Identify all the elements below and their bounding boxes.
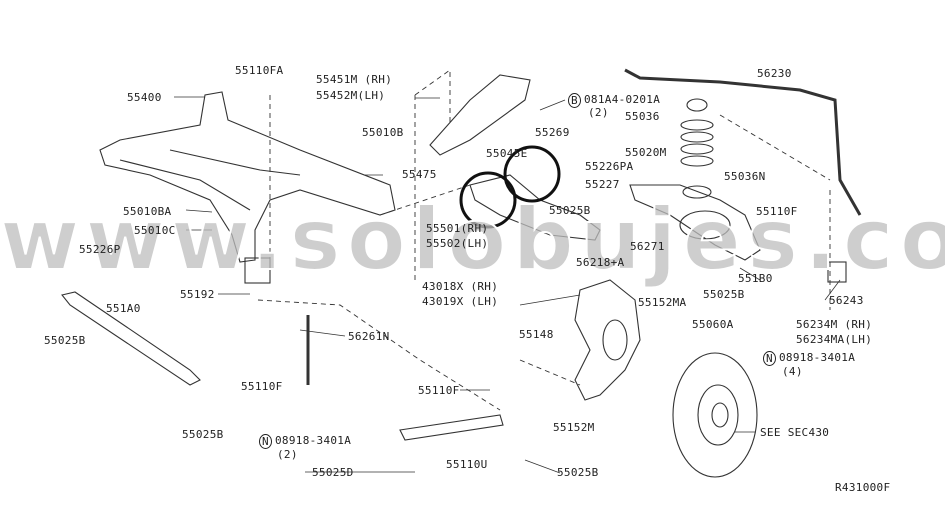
label-56243: 56243	[829, 294, 864, 307]
label-081a4-qty: (2)	[588, 106, 609, 119]
label-551a0: 551A0	[106, 302, 141, 315]
highlight-circle-55501-bushing	[459, 171, 517, 229]
label-55025b: 55025B	[549, 204, 591, 217]
label-55010b: 55010B	[362, 126, 404, 139]
diagram-code: R431000F	[835, 481, 891, 494]
label-081a4: 081A4-0201A	[584, 93, 661, 106]
label-55025b: 55025B	[44, 334, 86, 347]
stabilizer-bar	[624, 68, 862, 216]
label-56230: 56230	[757, 67, 792, 80]
link-55110u	[399, 414, 504, 441]
label-43018x: 43018X (RH)	[422, 280, 499, 293]
label-55110u: 55110U	[446, 458, 488, 471]
label-55451m: 55451M (RH)	[316, 73, 393, 86]
label-56271: 56271	[630, 240, 665, 253]
label-55152ma: 55152MA	[638, 296, 687, 309]
coil-spring	[680, 98, 714, 199]
label-55226p: 55226P	[79, 243, 121, 256]
label-43019x: 43019X (LH)	[422, 295, 499, 308]
label-55152m: 55152M	[553, 421, 595, 434]
bracket-55451m	[429, 74, 531, 156]
label-see-sec430: SEE SEC430	[760, 426, 830, 439]
label-08918-qty: (4)	[782, 365, 803, 378]
label-56261n: 56261N	[348, 330, 390, 343]
marker-n: N	[259, 434, 272, 449]
bushing-56243	[827, 261, 847, 283]
label-551b0: 551B0	[738, 272, 773, 285]
label-55227: 55227	[585, 178, 620, 191]
watermark: www.solobujes.com	[0, 189, 945, 291]
label-55025b: 55025B	[703, 288, 745, 301]
label-08918-qty: (2)	[277, 448, 298, 461]
brake-disc	[672, 352, 758, 478]
marker-n: N	[763, 351, 776, 366]
label-55025b: 55025B	[557, 466, 599, 479]
label-56218a: 56218+A	[576, 256, 625, 269]
label-55110f: 55110F	[756, 205, 798, 218]
rear-subframe	[99, 91, 396, 284]
label-55036: 55036	[625, 110, 660, 123]
label-55269: 55269	[535, 126, 570, 139]
label-55110f: 55110F	[418, 384, 460, 397]
label-55060a: 55060A	[692, 318, 734, 331]
label-55452m: 55452M(LH)	[316, 89, 386, 102]
label-55110fa: 55110FA	[235, 64, 284, 77]
label-55036n: 55036N	[724, 170, 766, 183]
label-55502: 55502(LH)	[426, 237, 489, 250]
knuckle-43018x	[574, 279, 641, 401]
label-55501: 55501(RH)	[426, 222, 489, 235]
lateral-link-551a0	[61, 291, 201, 386]
label-08918: 08918-3401A	[779, 351, 856, 364]
label-55010c: 55010C	[134, 224, 176, 237]
lower-arm-551b0	[629, 184, 761, 261]
upper-link-55501	[469, 174, 601, 241]
marker-b: B	[568, 93, 581, 108]
label-55192: 55192	[180, 288, 215, 301]
label-55110f: 55110F	[241, 380, 283, 393]
label-55400: 55400	[127, 91, 162, 104]
label-55010ba: 55010BA	[123, 205, 172, 218]
label-08918: 08918-3401A	[275, 434, 352, 447]
label-55020m: 55020M	[625, 146, 667, 159]
label-55226pa: 55226PA	[585, 160, 634, 173]
label-55025b: 55025B	[182, 428, 224, 441]
label-55025d: 55025D	[312, 466, 354, 479]
label-55148: 55148	[519, 328, 554, 341]
label-56234ma: 56234MA(LH)	[796, 333, 873, 346]
highlight-circle-55045e-bushing	[503, 145, 561, 203]
label-55045e: 55045E	[486, 147, 528, 160]
label-56234m: 56234M (RH)	[796, 318, 873, 331]
label-55475: 55475	[402, 168, 437, 181]
